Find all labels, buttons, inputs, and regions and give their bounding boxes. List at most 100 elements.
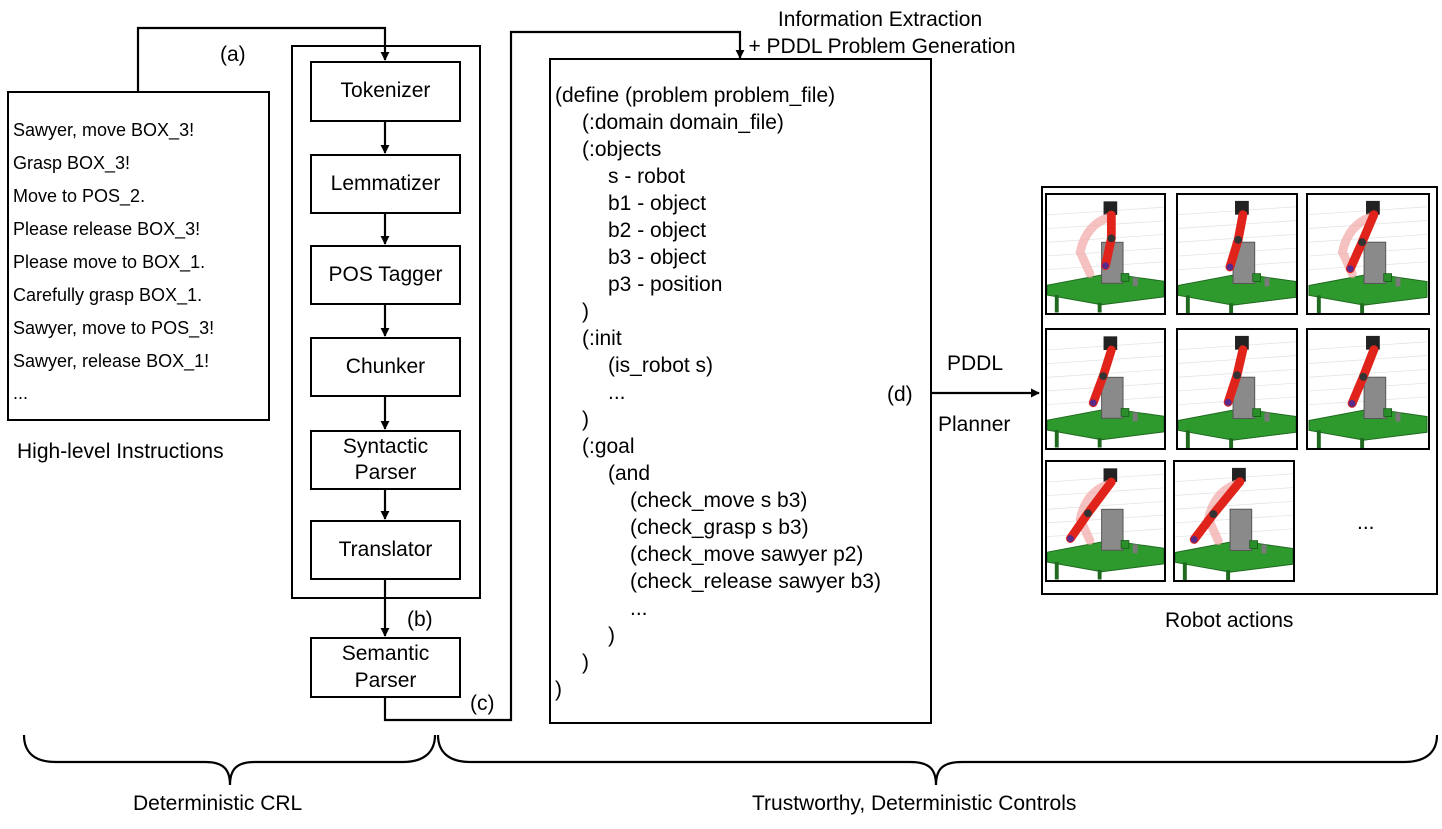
robot-frame-7 bbox=[1045, 460, 1166, 582]
arrow-instructions-to-tokenizer bbox=[136, 26, 390, 91]
trustworthy-controls-caption: Trustworthy, Deterministic Controls bbox=[752, 792, 1077, 815]
high-level-instructions-caption: High-level Instructions bbox=[17, 440, 224, 463]
robot-gripper bbox=[1102, 262, 1109, 270]
pddl-line: ... bbox=[630, 597, 648, 620]
instruction-line: ... bbox=[13, 383, 29, 403]
info-extraction-title-line2: + PDDL Problem Generation bbox=[748, 35, 1016, 58]
pddl-line: ) bbox=[555, 678, 562, 701]
clamp-object bbox=[1132, 544, 1138, 554]
robot-joint bbox=[1233, 371, 1241, 380]
table-leg bbox=[1182, 562, 1187, 580]
robot-gripper bbox=[1066, 535, 1074, 542]
table-leg bbox=[1226, 570, 1231, 580]
robot-gripper bbox=[1224, 398, 1232, 406]
robot-pedestal bbox=[1229, 508, 1253, 551]
box-object bbox=[1252, 408, 1261, 417]
pddl-line: ... bbox=[608, 381, 626, 404]
label-c: (c) bbox=[470, 692, 495, 715]
label-b: (b) bbox=[407, 608, 433, 631]
box-object bbox=[1249, 540, 1258, 549]
robot-pedestal bbox=[1101, 376, 1124, 419]
pddl-line: ) bbox=[582, 651, 589, 674]
robot-joint bbox=[1084, 509, 1092, 518]
table-leg bbox=[1097, 437, 1102, 448]
instruction-line: Carefully grasp BOX_1. bbox=[13, 285, 203, 305]
robot-joint bbox=[1107, 234, 1116, 243]
table-leg bbox=[1360, 438, 1365, 448]
robot-frame-1 bbox=[1045, 193, 1166, 315]
robot-joint bbox=[1359, 372, 1368, 381]
robot-frame-8 bbox=[1173, 460, 1295, 582]
robot-joint bbox=[1358, 238, 1367, 247]
instruction-line: Grasp BOX_3! bbox=[13, 153, 131, 173]
semantic-parser-label-line1: Semantic bbox=[341, 642, 430, 666]
pddl-line: b3 - object bbox=[608, 246, 707, 269]
instruction-line: Move to POS_2. bbox=[13, 186, 146, 206]
box-object bbox=[1252, 273, 1261, 282]
table-leg bbox=[1185, 430, 1190, 448]
clamp-object bbox=[1261, 544, 1267, 554]
instruction-line: Please release BOX_3! bbox=[13, 219, 201, 239]
robot-gripper bbox=[1346, 265, 1354, 273]
robot-joint bbox=[1099, 372, 1108, 381]
clamp-object bbox=[1395, 412, 1401, 422]
robot-scene-4 bbox=[1047, 336, 1164, 448]
robot-scene-1 bbox=[1047, 201, 1164, 313]
pddl-line: (check_release sawyer b3) bbox=[630, 570, 881, 593]
robot-frame-4 bbox=[1045, 328, 1166, 450]
table-leg bbox=[1316, 295, 1321, 313]
pddl-line: (and bbox=[608, 462, 651, 485]
robot-scene-8 bbox=[1175, 467, 1293, 580]
syntactic-parser-label-line1: Syntactic bbox=[342, 434, 429, 458]
pddl-line: p3 - position bbox=[608, 273, 723, 296]
instruction-line: Sawyer, move to POS_3! bbox=[13, 318, 215, 338]
grid-line bbox=[1047, 501, 1164, 510]
syntactic-parser-box: Syntactic Parser bbox=[310, 430, 461, 490]
brace-trustworthy-controls bbox=[436, 734, 1439, 786]
pddl-line: b2 - object bbox=[608, 219, 707, 242]
pddl-line: ) bbox=[582, 300, 589, 323]
deterministic-crl-caption: Deterministic CRL bbox=[133, 792, 303, 815]
pddl-line: (check_move sawyer p2) bbox=[630, 543, 864, 566]
pddl-line: (check_move s b3) bbox=[630, 489, 808, 512]
table-leg bbox=[1097, 302, 1102, 313]
table-leg bbox=[1054, 561, 1059, 580]
box-object bbox=[1383, 408, 1392, 417]
robot-joint bbox=[1209, 510, 1218, 519]
robot-gripper bbox=[1348, 400, 1356, 407]
arrow-semantic-to-pddl bbox=[383, 30, 745, 722]
pddl-label: PDDL bbox=[947, 352, 1004, 375]
robot-scene-2 bbox=[1178, 200, 1296, 313]
info-extraction-title-line1: Information Extraction bbox=[777, 8, 983, 31]
label-a: (a) bbox=[220, 43, 246, 66]
robot-frame-2 bbox=[1176, 193, 1298, 315]
table-leg bbox=[1360, 303, 1365, 313]
label-d: (d) bbox=[887, 383, 913, 406]
table-leg bbox=[1229, 438, 1234, 448]
pddl-line: (is_robot s) bbox=[608, 354, 714, 377]
clamp-object bbox=[1264, 412, 1270, 422]
pddl-line: (check_grasp s b3) bbox=[630, 516, 809, 539]
pddl-line: (:objects bbox=[582, 138, 662, 161]
pddl-problem-panel bbox=[549, 58, 932, 724]
robot-frame-5 bbox=[1176, 328, 1298, 450]
box-object bbox=[1120, 408, 1130, 417]
robot-frame-3 bbox=[1306, 193, 1430, 315]
robot-gripper bbox=[1089, 399, 1097, 407]
table-leg bbox=[1054, 294, 1059, 313]
table-leg bbox=[1316, 430, 1321, 448]
brace-deterministic-crl bbox=[22, 734, 437, 786]
clamp-object bbox=[1264, 277, 1270, 287]
table-leg bbox=[1097, 569, 1102, 580]
planner-label: Planner bbox=[938, 413, 1011, 436]
robot-pedestal bbox=[1363, 241, 1387, 284]
ghost-arm bbox=[1337, 212, 1377, 279]
pddl-line: ) bbox=[608, 624, 615, 647]
table-leg bbox=[1054, 429, 1059, 448]
grid-line bbox=[1175, 500, 1293, 510]
box-object bbox=[1120, 273, 1130, 282]
clamp-object bbox=[1132, 277, 1138, 287]
table-leg bbox=[1229, 303, 1234, 313]
robot-scene-5 bbox=[1178, 335, 1296, 448]
